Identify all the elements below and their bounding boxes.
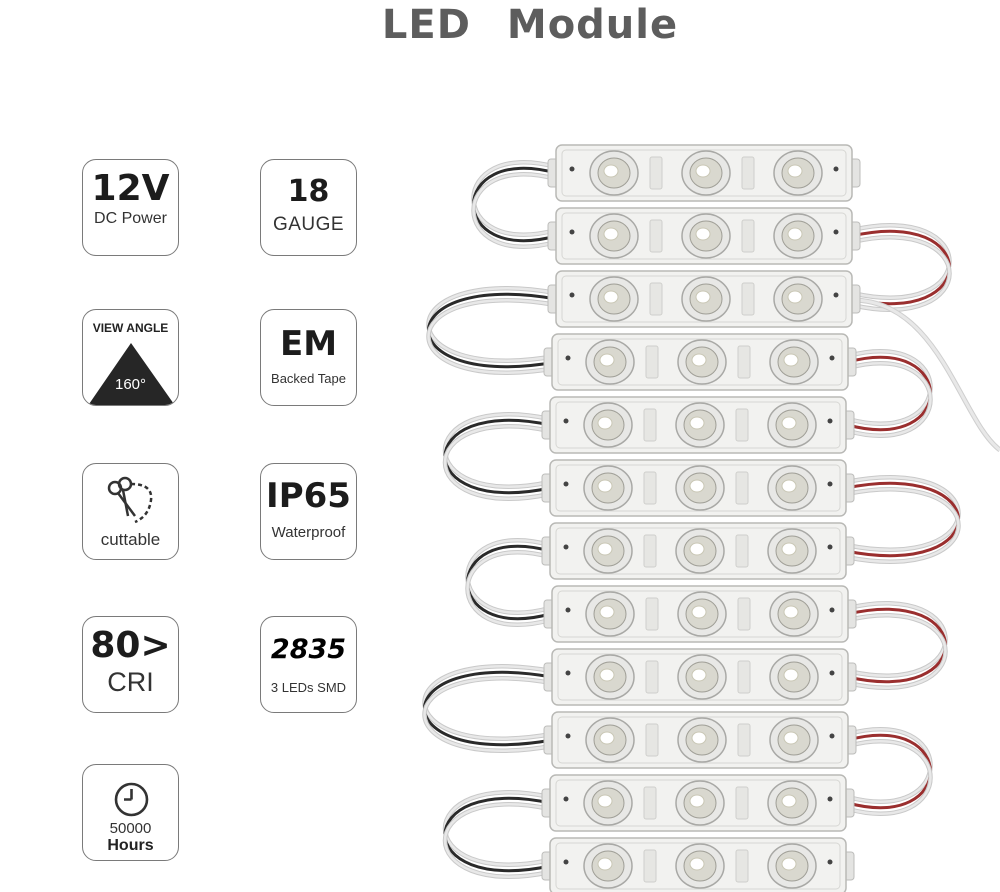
led-module — [543, 333, 857, 391]
led-modules — [541, 144, 861, 892]
wires — [422, 160, 1000, 879]
cri-value: 80> — [90, 625, 171, 666]
lifetime-badge: 50000 Hours — [82, 764, 179, 861]
title-word-module: Module — [506, 2, 679, 48]
voltage-badge: 12V DC Power — [82, 159, 179, 256]
led-module — [547, 144, 861, 202]
led-module — [543, 648, 857, 706]
tape-badge: EM Backed Tape — [260, 309, 357, 406]
smd-label: 3 LEDs SMD — [270, 680, 347, 695]
voltage-value: 12V — [91, 168, 170, 209]
view-angle-icon — [88, 343, 175, 405]
scissors-icon — [107, 476, 153, 524]
led-module — [541, 459, 855, 517]
view-angle-value: 160° — [114, 376, 147, 393]
gauge-badge: 18 GAUGE — [260, 159, 357, 256]
lifetime-label: Hours — [107, 837, 154, 854]
tape-value: EM — [279, 324, 338, 364]
led-module — [541, 837, 855, 892]
ip-rating-badge: IP65 Waterproof — [260, 463, 357, 560]
title-word-led: LED — [381, 2, 471, 48]
gauge-value: 18 — [287, 174, 330, 209]
cuttable-label: cuttable — [100, 530, 161, 549]
tape-label: Backed Tape — [271, 371, 346, 386]
voltage-label: DC Power — [94, 210, 167, 227]
cuttable-badge: cuttable — [82, 463, 179, 560]
view-angle-badge: VIEW ANGLE 160° — [82, 309, 179, 406]
smd-value: 2835 — [270, 634, 347, 665]
led-module — [547, 207, 861, 265]
led-module — [541, 522, 855, 580]
led-module — [541, 396, 855, 454]
smd-badge: 2835 3 LEDs SMD — [260, 616, 357, 713]
clock-icon — [114, 782, 149, 817]
lifetime-value: 50000 — [109, 820, 152, 837]
led-module — [543, 711, 857, 769]
ip-label: Waterproof — [271, 524, 346, 541]
led-module — [547, 270, 861, 328]
view-angle-title: VIEW ANGLE — [92, 321, 169, 335]
gauge-label: GAUGE — [272, 214, 345, 235]
cri-badge: 80> CRI — [82, 616, 179, 713]
led-module — [541, 774, 855, 832]
cri-label: CRI — [107, 667, 154, 697]
ip-value: IP65 — [266, 476, 351, 516]
led-module — [543, 585, 857, 643]
page-title: LED Module — [0, 2, 1000, 48]
